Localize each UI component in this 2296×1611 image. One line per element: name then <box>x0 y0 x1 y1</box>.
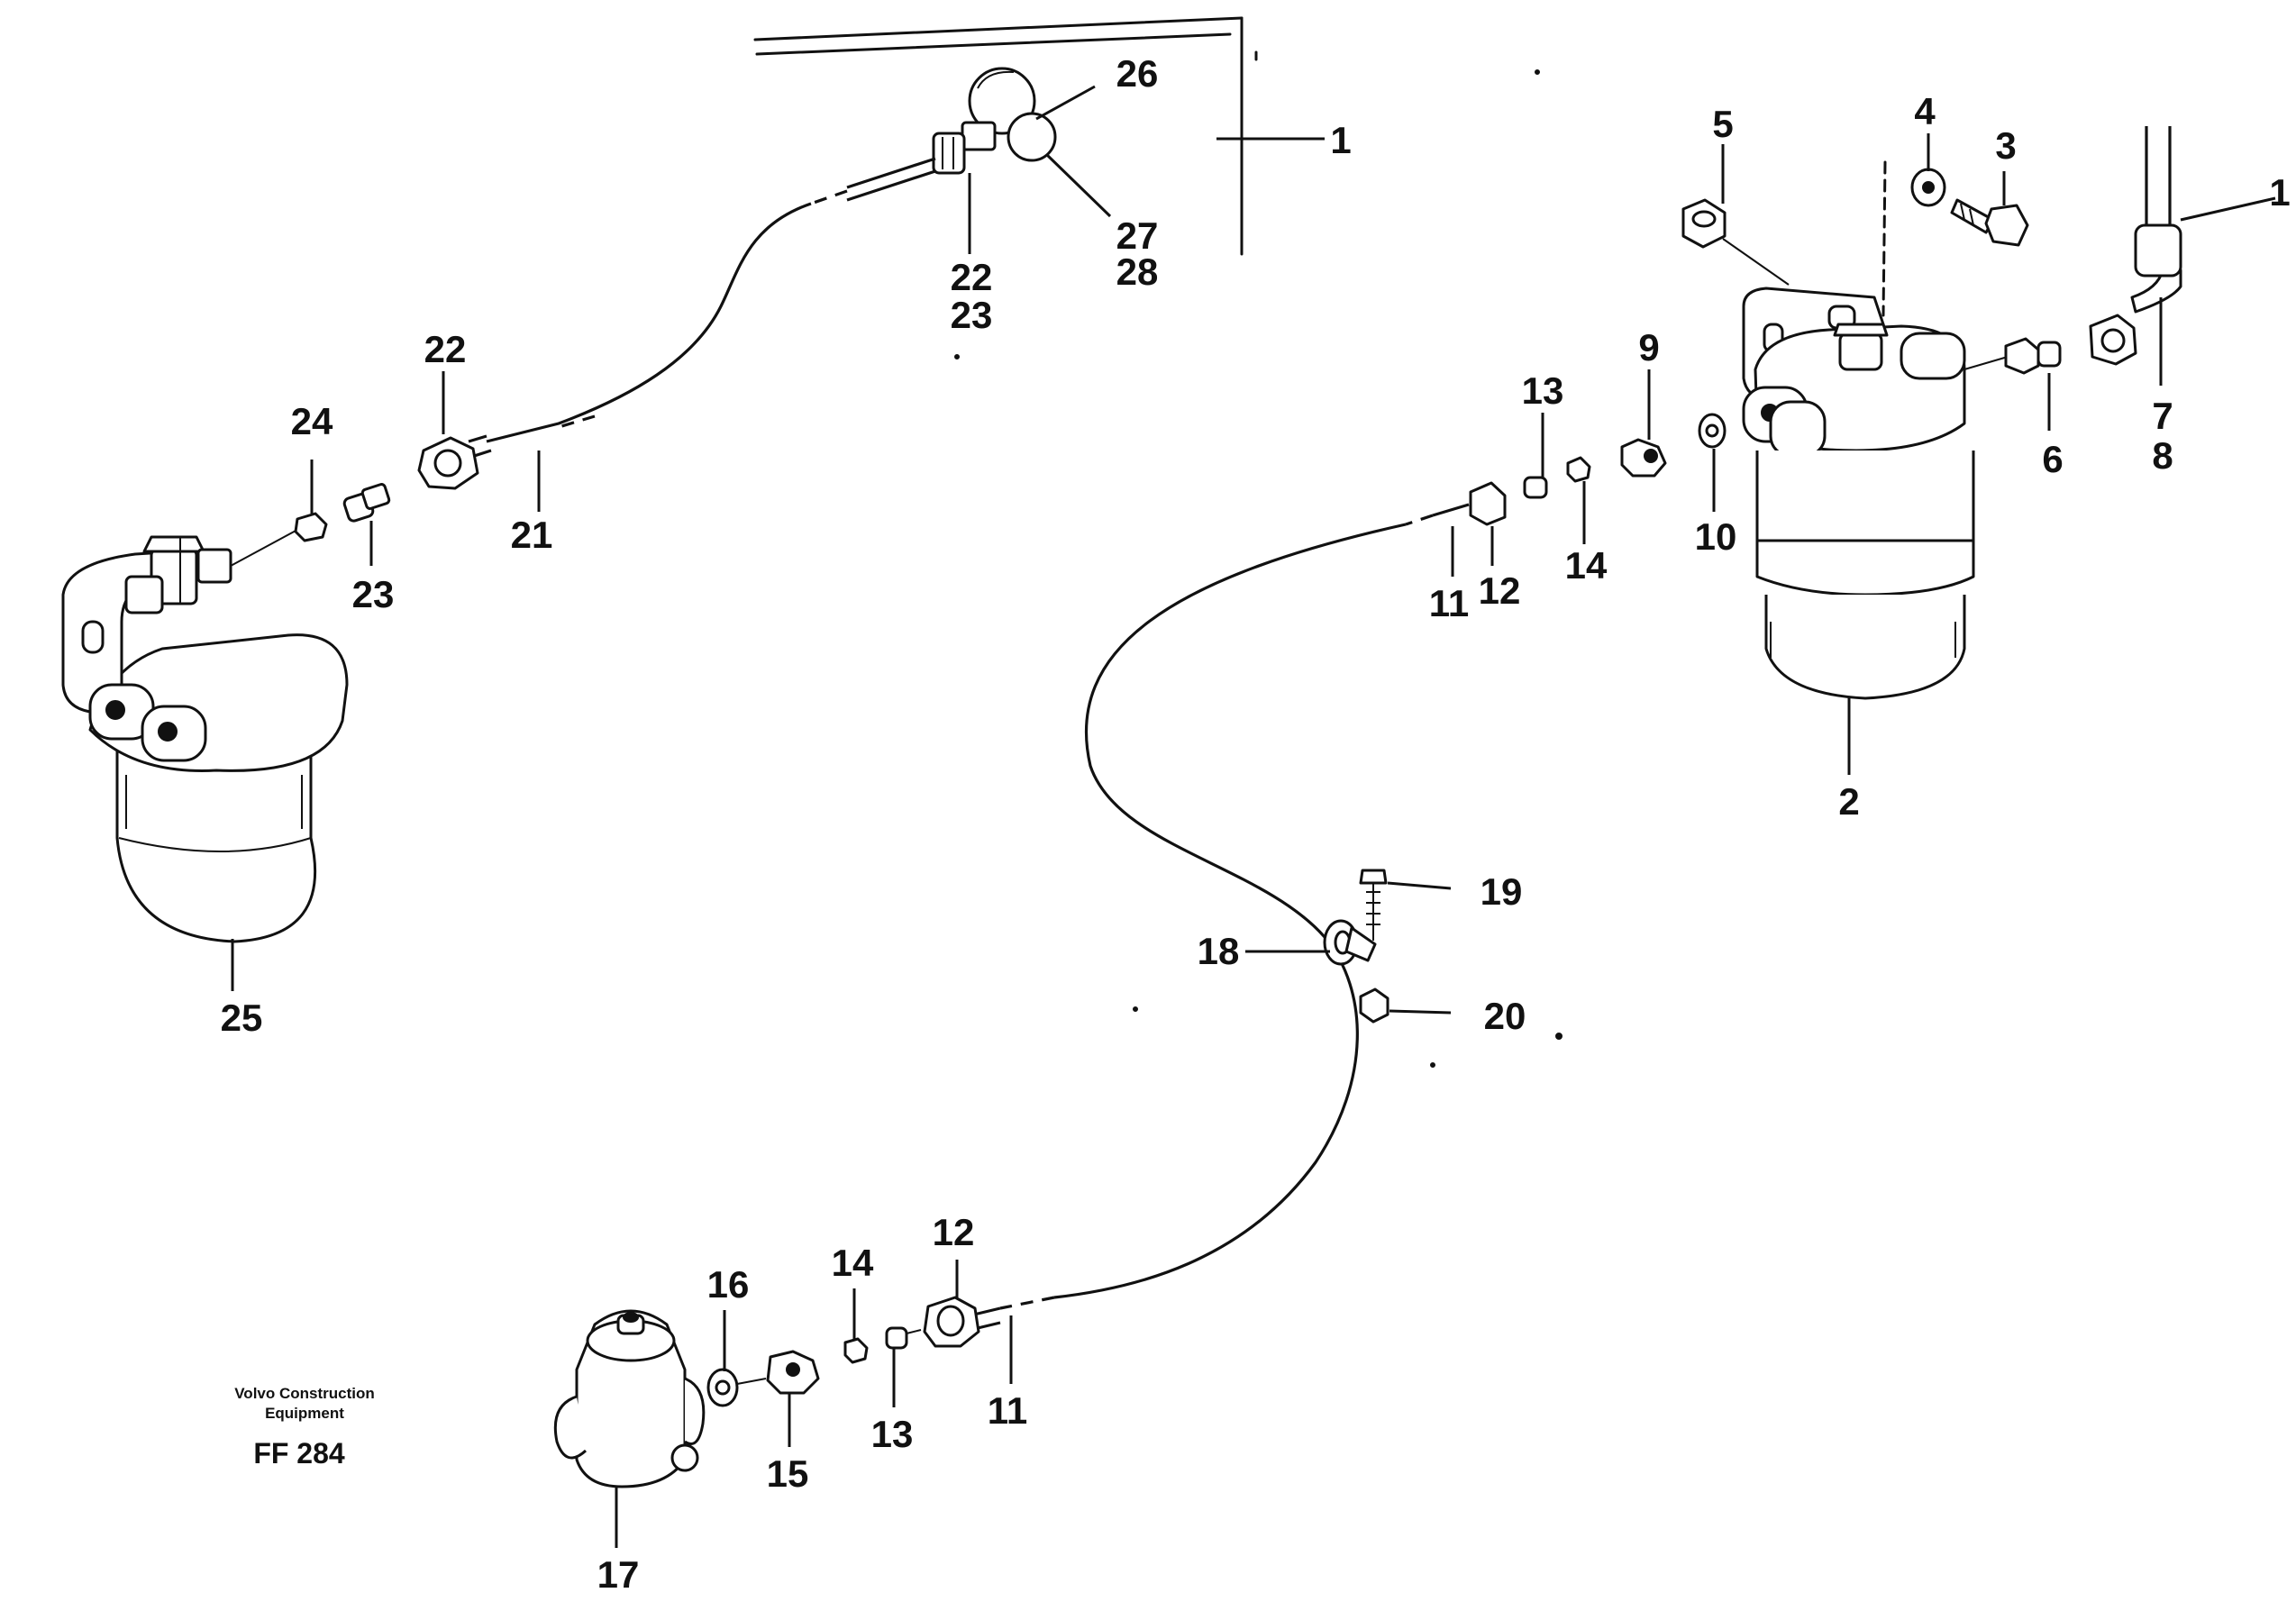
callout-27: 27 <box>1116 214 1159 257</box>
callout-4: 4 <box>1914 90 1936 132</box>
right-line-fittings <box>1469 413 1727 526</box>
drawing-caption: Volvo Construction Equipment FF 284 <box>234 1385 375 1470</box>
callout-26: 26 <box>1116 52 1159 95</box>
feed-pump <box>553 1309 706 1488</box>
callout-13-right: 13 <box>1522 369 1564 412</box>
callout-18: 18 <box>1198 930 1240 972</box>
callout-28: 28 <box>1116 250 1159 293</box>
callout-11-bottom: 11 <box>988 1389 1027 1432</box>
callout-16: 16 <box>707 1263 750 1306</box>
fuel-pipe-11 <box>954 503 1470 1335</box>
callout-8: 8 <box>2152 434 2173 477</box>
caption-figure-code: FF 284 <box>253 1437 345 1470</box>
callout-1-right: 1 <box>2269 171 2290 214</box>
callout-3: 3 <box>1995 124 2016 167</box>
pipe-clamp-assembly <box>1323 869 1389 1024</box>
top-banjo-fitting <box>932 67 1057 175</box>
callout-17: 17 <box>597 1553 640 1596</box>
callout-11-right: 11 <box>1429 582 1469 624</box>
left-line-fittings <box>230 436 479 567</box>
callout-23-top: 23 <box>951 294 993 336</box>
callout-25: 25 <box>221 997 263 1039</box>
top-frame-structure <box>753 16 1258 256</box>
callout-14-bottom: 14 <box>832 1242 874 1284</box>
callout-22-top: 22 <box>951 256 993 298</box>
callout-numbers: 26 1 27 28 22 23 22 24 21 23 25 5 4 3 1 … <box>221 52 2291 1596</box>
left-fuel-filter <box>61 535 349 943</box>
fuel-pipe-21 <box>468 157 936 460</box>
callout-9: 9 <box>1638 326 1659 369</box>
callout-12-bottom: 12 <box>933 1211 975 1253</box>
scan-specks <box>954 69 1563 1068</box>
callout-15: 15 <box>767 1452 809 1495</box>
right-inlet-fittings <box>1963 126 2182 375</box>
callout-13-bottom: 13 <box>871 1413 914 1455</box>
callout-21: 21 <box>511 514 553 556</box>
callout-12-right: 12 <box>1479 569 1521 612</box>
callout-5: 5 <box>1712 103 1733 145</box>
right-fuel-filter <box>1742 160 1975 700</box>
callout-1-top: 1 <box>1330 119 1351 161</box>
callout-2: 2 <box>1838 780 1859 823</box>
caption-brand-line1: Volvo Construction <box>234 1385 375 1402</box>
bottom-line-fittings <box>706 1296 980 1407</box>
callout-24: 24 <box>291 400 333 442</box>
callout-20: 20 <box>1484 995 1526 1037</box>
callout-6: 6 <box>2042 438 2063 480</box>
callout-22-left: 22 <box>424 328 467 370</box>
callout-leader-lines <box>231 85 2276 1548</box>
callout-10: 10 <box>1695 515 1737 558</box>
caption-brand-line2: Equipment <box>265 1405 344 1422</box>
callout-7: 7 <box>2152 395 2173 437</box>
callout-19: 19 <box>1481 870 1523 913</box>
callout-14-right: 14 <box>1565 544 1608 587</box>
mounting-hardware <box>1681 168 2029 286</box>
callout-23-left: 23 <box>352 573 395 615</box>
